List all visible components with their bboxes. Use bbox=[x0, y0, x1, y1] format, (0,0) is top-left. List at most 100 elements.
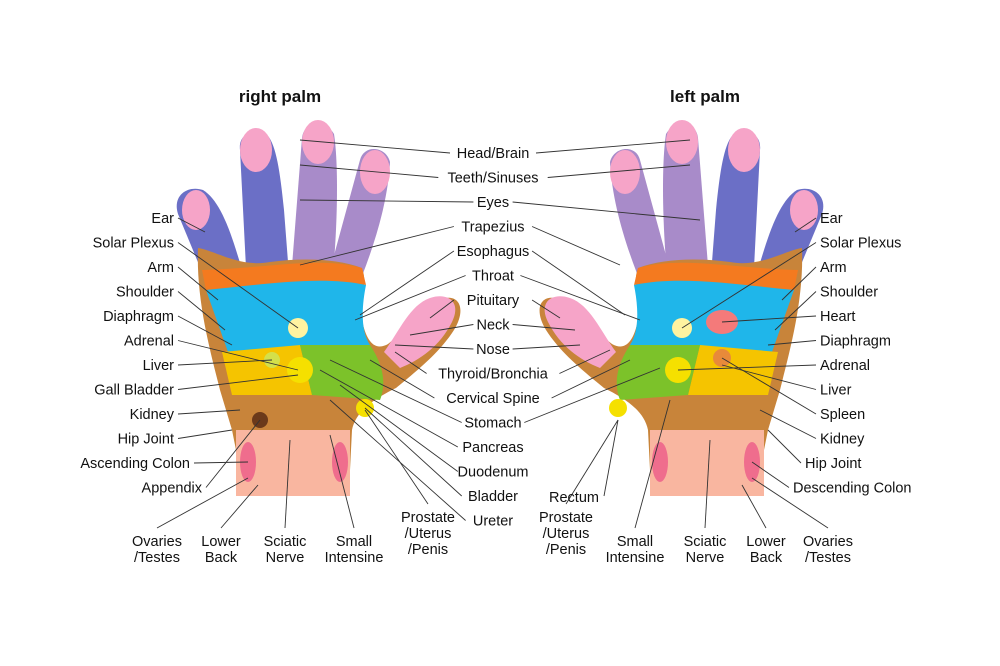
left-leader-rectum bbox=[603, 419, 619, 497]
center-label-pituitary: Pituitary bbox=[467, 293, 520, 309]
right-label-appendix: Appendix bbox=[142, 481, 203, 497]
right-bottom-label-ovaries: Ovaries bbox=[132, 534, 182, 550]
center-label-esophagus: Esophagus bbox=[457, 244, 530, 260]
right-bottom-label-lower: Lower bbox=[201, 534, 241, 550]
leader-right-trapezius bbox=[299, 226, 455, 266]
leader-left-esophagus bbox=[531, 250, 626, 316]
center-label-teeth-sinuses: Teeth/Sinuses bbox=[447, 171, 538, 187]
left-leader-adrenal bbox=[677, 364, 817, 371]
leader-left-stomach bbox=[524, 367, 661, 423]
leader-right-throat bbox=[354, 275, 466, 321]
right-label-shoulder: Shoulder bbox=[116, 285, 174, 301]
right-leader-liver bbox=[177, 359, 273, 366]
left-label-spleen: Spleen bbox=[820, 407, 865, 423]
leader-left-nose bbox=[512, 344, 581, 350]
center-label-duodenum: Duodenum bbox=[458, 465, 529, 481]
right-leader-ear bbox=[177, 217, 206, 233]
leader-right-esophagus bbox=[359, 250, 455, 316]
right-label-arm: Arm bbox=[147, 260, 174, 276]
left-leader-diaphragm bbox=[767, 340, 817, 346]
left-leader-hip-joint bbox=[767, 429, 802, 464]
right-point-adrenal bbox=[287, 357, 313, 383]
right-leader-gall-bladder bbox=[177, 374, 299, 390]
right-label-solar-plexus: Solar Plexus bbox=[93, 236, 174, 252]
right-leader-arm bbox=[177, 266, 219, 301]
right-orange-band bbox=[202, 262, 366, 290]
center-label-trapezius: Trapezius bbox=[461, 220, 524, 236]
right-bottom-label-sciatic: Sciatic bbox=[264, 534, 307, 550]
left-bottom-label-back: Back bbox=[750, 550, 783, 566]
right-leader-adrenal bbox=[177, 340, 299, 371]
leader-right-duodenum bbox=[339, 384, 459, 472]
right-bottom-label-penis: /Penis bbox=[408, 542, 448, 558]
left-bottom-label-uterus: /Uterus bbox=[543, 526, 590, 542]
right-label-liver: Liver bbox=[143, 358, 175, 374]
right-label-gall-bladder: Gall Bladder bbox=[94, 383, 174, 399]
leader-left-throat bbox=[520, 275, 641, 321]
leader-right-ureter bbox=[329, 399, 466, 521]
right-fingertip-little bbox=[182, 190, 210, 230]
left-leader-ear bbox=[794, 217, 817, 233]
left-label-heart: Heart bbox=[820, 309, 855, 325]
left-leader-arm bbox=[781, 266, 817, 301]
left-bottom-leader-1 bbox=[634, 399, 671, 529]
leader-right-neck bbox=[409, 324, 474, 336]
left-bottom-label-ovaries: Ovaries bbox=[803, 534, 853, 550]
right-bottom-label-uterus: /Uterus bbox=[405, 526, 452, 542]
right-bottom-leader-2 bbox=[284, 439, 291, 529]
left-bottom-label-intensine: Intensine bbox=[606, 550, 665, 566]
left-label-rectum: Rectum bbox=[549, 490, 599, 506]
right-bottom-label-back: Back bbox=[205, 550, 238, 566]
left-bottom-label-sciatic: Sciatic bbox=[684, 534, 727, 550]
leader-right-head-brain bbox=[299, 139, 451, 154]
left-label-ear: Ear bbox=[820, 211, 843, 227]
left-leader-descending-colon bbox=[751, 461, 790, 488]
center-label-nose: Nose bbox=[476, 342, 510, 358]
right-fingertip-ring bbox=[240, 128, 272, 172]
leader-right-eyes bbox=[299, 199, 474, 203]
right-bottom-leader-1 bbox=[220, 484, 259, 529]
leader-right-bladder bbox=[364, 407, 463, 497]
leader-left-trapezius bbox=[531, 226, 621, 266]
leader-left-thyroid-bronchia bbox=[559, 349, 611, 374]
leader-lines bbox=[156, 139, 829, 529]
left-wrist-spot-2 bbox=[652, 442, 668, 482]
leader-right-cervical-spine bbox=[369, 359, 435, 399]
right-label-kidney: Kidney bbox=[130, 407, 175, 423]
left-leader-shoulder bbox=[774, 291, 817, 331]
right-bottom-leader-3 bbox=[329, 434, 355, 529]
right-green-zone bbox=[300, 345, 384, 400]
leader-right-teeth-sinuses bbox=[299, 164, 439, 178]
left-label-arm: Arm bbox=[820, 260, 847, 276]
left-leader-heart bbox=[721, 315, 817, 323]
left-leader-liver bbox=[721, 364, 817, 390]
left-label-liver: Liver bbox=[820, 383, 852, 399]
right-bottom-label-small: Small bbox=[336, 534, 372, 550]
left-fingertip-ring bbox=[728, 128, 760, 172]
left-label-shoulder: Shoulder bbox=[820, 285, 878, 301]
right-wrist-spot-2 bbox=[332, 442, 348, 482]
right-bottom-leader-0 bbox=[156, 477, 249, 529]
left-fingertip-little bbox=[790, 190, 818, 230]
left-bottom-leader-4 bbox=[751, 477, 829, 529]
left-thumb bbox=[544, 296, 616, 368]
right-bottom-label-testes: /Testes bbox=[134, 550, 180, 566]
right-leader-diaphragm bbox=[177, 315, 233, 346]
right-leader-appendix bbox=[205, 419, 261, 488]
left-leader-kidney bbox=[759, 409, 817, 439]
center-label-cervical-spine: Cervical Spine bbox=[446, 391, 540, 407]
center-label-throat: Throat bbox=[472, 269, 514, 285]
center-label-bladder: Bladder bbox=[468, 489, 518, 505]
left-bottom-label-nerve: Nerve bbox=[686, 550, 725, 566]
left-bottom-label-testes: /Testes bbox=[805, 550, 851, 566]
left-yellow-zone bbox=[688, 345, 778, 395]
right-bottom-label-prostate: Prostate bbox=[401, 510, 455, 526]
leader-left-teeth-sinuses bbox=[547, 164, 691, 178]
right-leader-hip-joint bbox=[177, 429, 233, 439]
right-leader-kidney bbox=[177, 409, 241, 415]
left-bottom-label-lower: Lower bbox=[746, 534, 786, 550]
leader-left-cervical-spine bbox=[551, 359, 631, 399]
right-leader-solar-plexus bbox=[177, 242, 299, 329]
right-thumb bbox=[384, 296, 456, 368]
